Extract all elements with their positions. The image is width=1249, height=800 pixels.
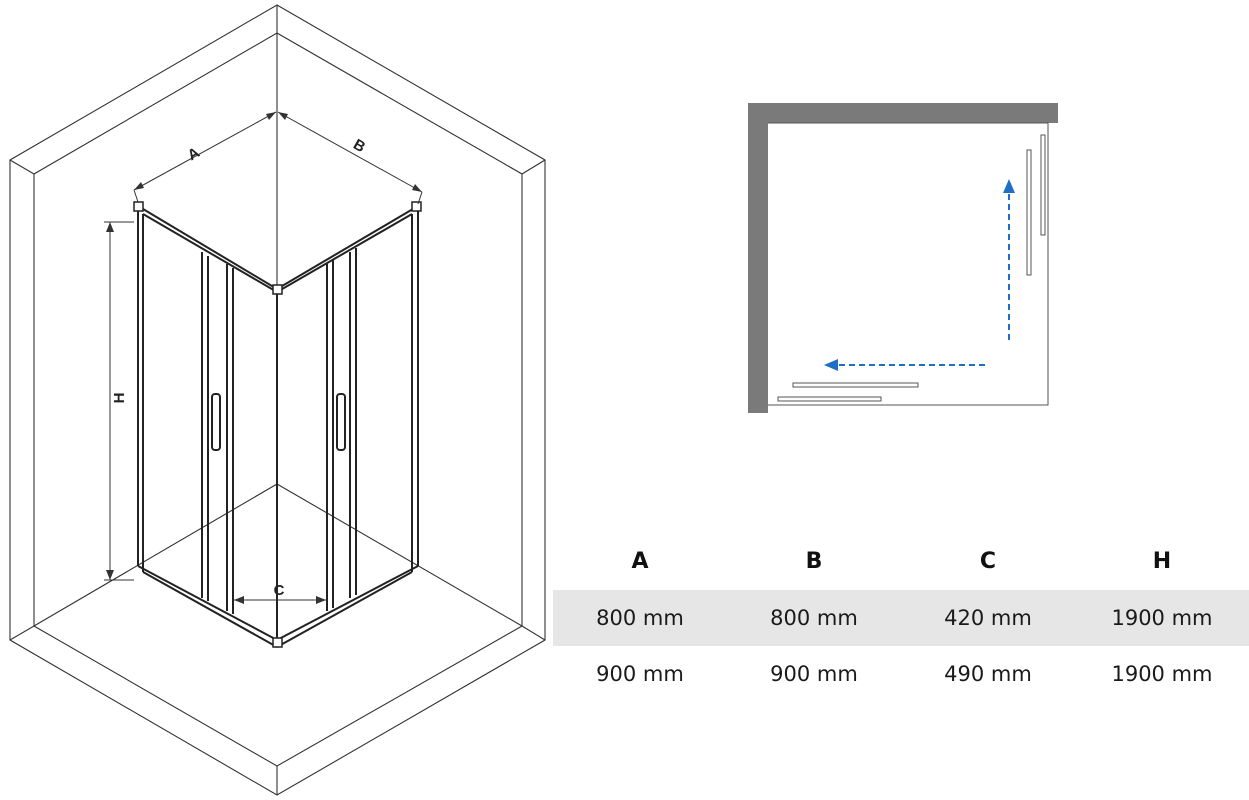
wall-edge-top-left [9,159,35,175]
top-rail-left [137,205,278,290]
dimension-line-b [277,111,423,193]
table-row: 800 mm 800 mm 420 mm 1900 mm [553,590,1249,646]
arrow-a-right-icon [266,112,276,120]
door-panel-right-outer [1040,134,1046,236]
dimensions-table: A B C H 800 mm 800 mm 420 mm 1900 mm 900… [553,532,1249,702]
handle-right-icon [336,393,346,451]
column-header-a: A [631,548,649,574]
arrow-a-left-icon [134,182,144,190]
wall-left [748,103,768,413]
column-header-h: H [1152,548,1172,574]
table-cell: 490 mm [944,662,1032,686]
table-header-row: A B C H [553,532,1249,590]
arrow-c-right-icon [316,596,326,604]
enclosure-outline [768,122,1049,406]
top-rail-left-inner [142,213,278,293]
bottom-rail-right-inner [276,571,413,648]
corner-cap-bottom-front [272,637,283,648]
plan-view-diagram [748,103,1058,413]
arrow-h-bottom-icon [106,570,114,580]
table-cell: 800 mm [553,590,727,646]
door-panel-bottom-inner [792,382,919,388]
door-panel-bottom-outer [777,396,882,402]
wall-edge-bottom-left [9,625,35,641]
floor-edge-right [276,483,523,627]
isometric-enclosure-drawing: A B H C [9,4,546,796]
handle-left-icon [211,393,221,451]
column-header-b: B [805,548,823,574]
corner-cap-top-front [272,284,283,295]
floor-edge-left [33,483,278,627]
top-rail-right [276,205,419,290]
column-header-c: C [979,548,997,574]
dimension-tick-b-right [417,191,423,205]
dimension-line-a [133,111,277,191]
corner-cap-top-left [133,201,144,212]
dimension-label-h: H [111,393,128,404]
arrow-c-left-icon [234,596,244,604]
table-row: 900 mm 900 mm 490 mm 1900 mm [553,646,1249,702]
arrow-b-right-icon [412,184,422,192]
bottom-rail-right [276,565,419,641]
arrow-b-left-icon [278,112,288,120]
bottom-rail-left-inner [142,571,278,648]
wall-top [748,103,1058,123]
table-cell: 900 mm [596,662,684,686]
dimension-tick-a-left [133,189,139,203]
wall-edge-top-right [521,159,546,175]
table-cell: 800 mm [727,590,901,646]
door-panel-right-inner [1026,149,1032,276]
bottom-rail-left [137,565,278,641]
slide-direction-up-arrow-icon [1003,179,1015,193]
table-cell: 1900 mm [1111,662,1213,686]
dimension-label-c: C [274,582,285,599]
arrow-h-top-icon [106,222,114,232]
table-cell: 420 mm [901,590,1075,646]
corner-cap-top-right [411,201,422,212]
slide-direction-left-arrow-icon [824,359,838,371]
top-rail-right-inner [276,213,413,293]
wall-edge-bottom-right [521,625,546,641]
table-cell: 900 mm [770,662,858,686]
table-cell: 1900 mm [1075,590,1249,646]
